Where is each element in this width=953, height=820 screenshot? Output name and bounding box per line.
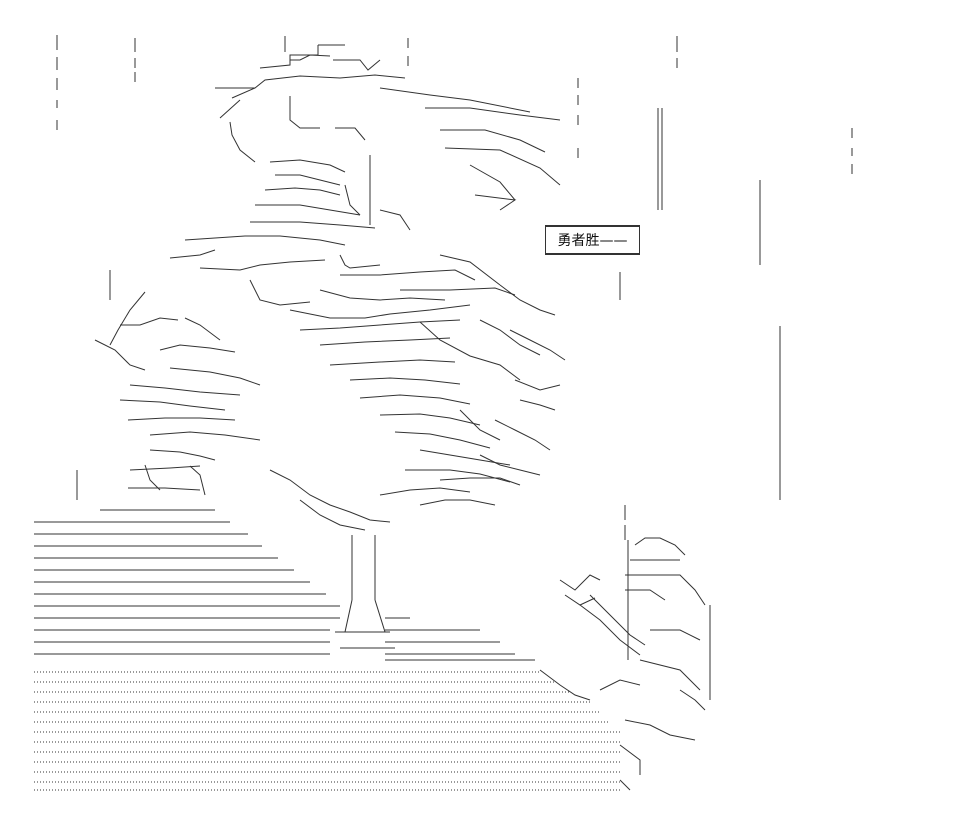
floor-lines <box>34 671 620 791</box>
hero-hat <box>215 44 561 211</box>
hero-face <box>250 155 411 231</box>
hero-shirt <box>299 319 566 483</box>
stairs-left <box>34 509 535 661</box>
rain-lines <box>56 35 853 540</box>
hero-fist <box>269 454 541 531</box>
hero-left-arm <box>94 291 261 496</box>
speech-bubble: 勇者胜—— <box>545 225 640 255</box>
pedestal-pillar <box>335 535 395 649</box>
speech-text: 勇者胜—— <box>557 233 628 249</box>
small-figure-with-sword <box>539 537 711 791</box>
hero-torso <box>169 235 556 319</box>
